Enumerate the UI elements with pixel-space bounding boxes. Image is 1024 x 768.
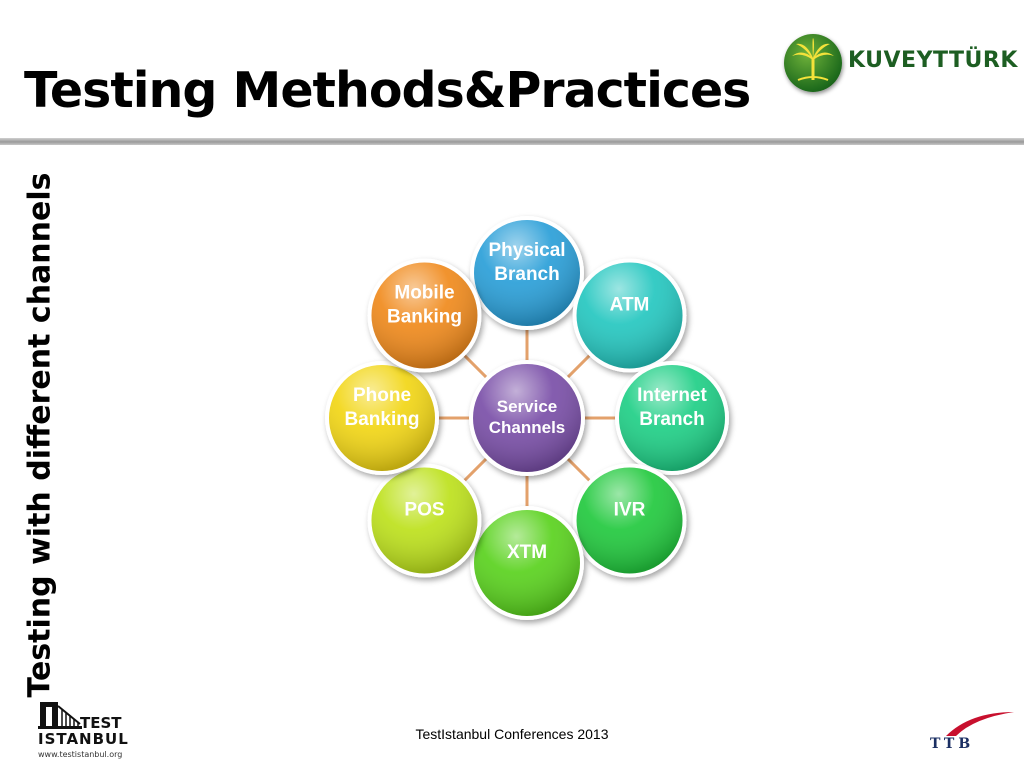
node-phone-banking-label: Phone [353,385,411,406]
test-istanbul-logo: TEST ISTANBUL www.testistanbul.org [36,700,146,764]
hub-bubble-label: Service [497,397,558,416]
node-mobile-banking-label: Banking [387,306,462,327]
kuveyt-turk-wordmark: KUVEYTTÜRK [848,48,1018,73]
node-ivr-label: IVR [614,500,646,521]
node-internet-branch-label: Internet [637,385,707,406]
footer-text: TestIstanbul Conferences 2013 [415,726,609,742]
node-pos: POS [367,463,482,578]
node-phone-banking-label: Banking [345,409,420,430]
node-atm: ATM [572,258,687,373]
ttb-wordmark: TTB [930,736,975,752]
test-istanbul-line1: TEST [80,714,122,732]
kuveyt-turk-logo: KUVEYTTÜRK [780,30,1017,96]
bridge-icon [38,702,82,729]
node-ivr: IVR [572,463,687,578]
slide-title: Testing Methods&Practices [24,62,751,119]
palm-tree-icon [784,34,842,92]
channel-bubbles: PhysicalBranchATMInternetBranchIVRXTMPOS… [325,216,729,620]
title-divider [0,138,1024,145]
ttb-swoosh-icon [946,712,1014,736]
test-istanbul-url: www.testistanbul.org [38,750,123,759]
node-pos-label: POS [404,500,444,521]
node-physical-branch-label: Physical [488,240,565,261]
ttb-logo: TTB [920,708,1016,766]
node-xtm-label: XTM [507,542,547,563]
node-mobile-banking-label: Mobile [394,283,454,304]
node-xtm: XTM [470,506,584,620]
node-physical-branch-label: Branch [494,264,559,285]
node-internet-branch-label: Branch [639,409,704,430]
hub-bubble-label: Channels [489,418,566,437]
node-atm-label: ATM [610,294,650,315]
test-istanbul-line2: ISTANBUL [38,730,129,748]
